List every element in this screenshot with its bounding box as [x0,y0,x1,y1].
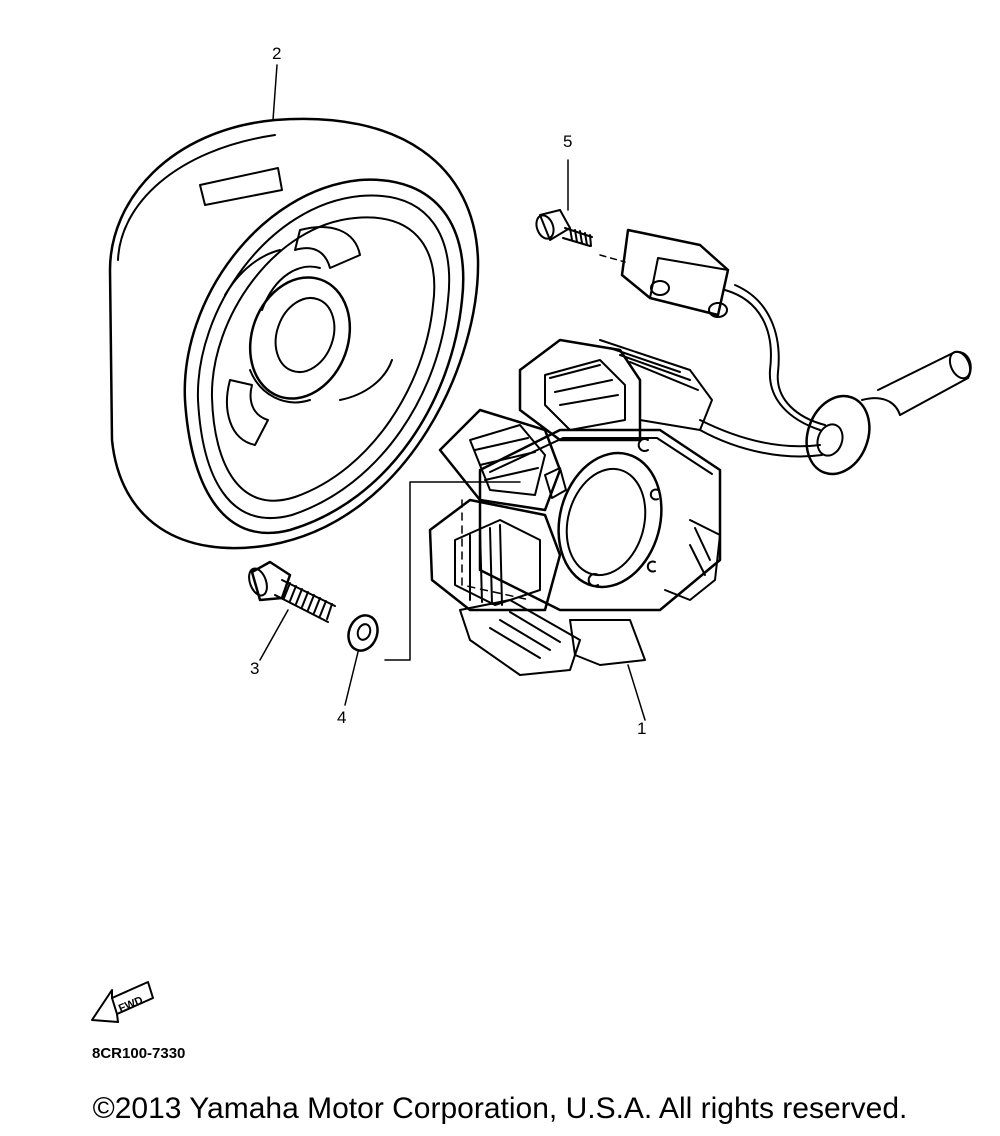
assembly-dashed-line [461,499,531,601]
diagram-reference-code: 8CR100-7330 [92,1045,186,1062]
callout-2: 2 [272,44,282,63]
leader-line-4 [344,651,359,706]
screw-icon [535,209,593,247]
callout-5: 5 [563,132,573,151]
assembly-line-5 [599,254,626,263]
rotor-flywheel-icon [108,117,480,550]
leader-line-1 [627,664,646,721]
fwd-label: FWD [117,994,145,1015]
callout-4: 4 [337,708,347,727]
callout-1: 1 [637,719,647,738]
leader-line-3 [259,609,289,661]
callout-3: 3 [250,659,260,678]
stator-assembly-icon [428,228,972,676]
washer-icon [347,614,379,652]
leader-line-2 [272,64,278,121]
fwd-arrow-icon: FWD [91,981,154,1023]
assembly-guide-line [384,481,521,661]
bolt-icon [248,560,336,623]
copyright-notice: ©2013 Yamaha Motor Corporation, U.S.A. A… [92,1092,908,1125]
